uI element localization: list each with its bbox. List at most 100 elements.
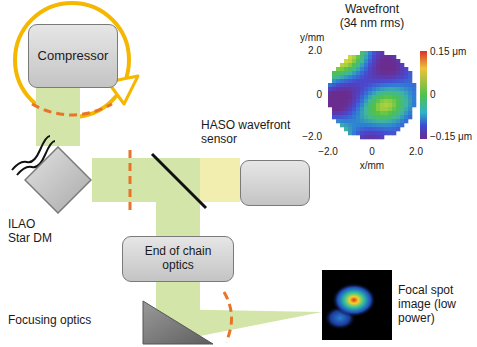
wavefront-pixel	[332, 75, 336, 79]
wavefront-pixel	[372, 91, 376, 95]
wavefront-pixel	[340, 95, 344, 99]
wavefront-pixel	[364, 51, 368, 55]
wavefront-pixel	[400, 95, 404, 99]
wavefront-pixel	[388, 131, 392, 135]
wavefront-pixel	[360, 135, 364, 139]
wavefront-pixel	[352, 75, 356, 79]
wavefront-pixel	[380, 131, 384, 135]
wavefront-pixel	[364, 115, 368, 119]
mirror-shape	[24, 146, 92, 214]
wavefront-pixel	[400, 67, 404, 71]
wavefront-pixel	[348, 123, 352, 127]
tick-label: 2.0	[401, 146, 431, 158]
wavefront-pixel	[364, 107, 368, 111]
wavefront-pixel	[352, 67, 356, 71]
wavefront-pixel	[344, 123, 348, 127]
wavefront-pixel	[340, 107, 344, 111]
wavefront-pixel	[400, 99, 404, 103]
wavefront-pixel	[344, 87, 348, 91]
wavefront-pixel	[388, 119, 392, 123]
beam-splitter	[152, 154, 206, 208]
focusing-optics: Focusing optics	[8, 300, 214, 345]
wavefront-pixel	[340, 123, 344, 127]
wavefront-pixel	[380, 51, 384, 55]
wavefront-pixel	[400, 103, 404, 107]
wavefront-pixel	[392, 107, 396, 111]
wavefront-pixel	[400, 107, 404, 111]
wavefront-pixel	[356, 71, 360, 75]
wavefront-pixel	[352, 123, 356, 127]
wavefront-pixel	[360, 111, 364, 115]
wavefront-pixel	[392, 95, 396, 99]
wavefront-pixel	[372, 71, 376, 75]
wavefront-pixel	[364, 131, 368, 135]
wavefront-pixel	[384, 107, 388, 111]
wavefront-pixel	[404, 99, 408, 103]
wavefront-pixel	[376, 63, 380, 67]
wavefront-pixel	[328, 87, 332, 91]
wavefront-pixel	[376, 131, 380, 135]
wavefront-pixel	[368, 59, 372, 63]
wavefront-pixel	[352, 111, 356, 115]
colorbar-label: −0.15 μm	[430, 131, 472, 143]
wavefront-pixel	[372, 107, 376, 111]
wavefront-pixel	[360, 59, 364, 63]
wavefront-pixel	[380, 63, 384, 67]
wavefront-pixel	[340, 67, 344, 71]
wavefront-pixel	[368, 99, 372, 103]
wavefront-pixel	[380, 111, 384, 115]
dashed-marker	[129, 150, 132, 210]
wavefront-pixel	[352, 59, 356, 63]
wavefront-pixel	[356, 131, 360, 135]
focal-spot-image	[322, 270, 392, 340]
wavefront-pixel	[408, 111, 412, 115]
wavefront-pixel	[364, 55, 368, 59]
wavefront-pixel	[364, 99, 368, 103]
wavefront-pixel	[396, 67, 400, 71]
wavefront-pixel	[344, 99, 348, 103]
wavefront-pixel	[392, 123, 396, 127]
dashed-marker	[224, 292, 232, 342]
wavefront-pixel	[408, 87, 412, 91]
wavefront-pixel	[372, 75, 376, 79]
wavefront-pixel	[372, 103, 376, 107]
tick-label: −2.0	[313, 146, 343, 158]
wavefront-pixel	[384, 87, 388, 91]
wavefront-pixel	[352, 131, 356, 135]
wavefront-pixel	[408, 91, 412, 95]
wavefront-pixel	[364, 123, 368, 127]
wavefront-pixel	[348, 119, 352, 123]
wavefront-pixel	[392, 131, 396, 135]
wavefront-pixel	[392, 67, 396, 71]
wavefront-pixel	[396, 111, 400, 115]
mirror-face	[25, 147, 91, 213]
wavefront-pixel	[364, 95, 368, 99]
wavefront-pixel	[332, 115, 336, 119]
wavefront-pixel	[352, 95, 356, 99]
wavefront-pixel	[400, 71, 404, 75]
wavefront-pixel	[360, 75, 364, 79]
wavefront-pixel	[360, 71, 364, 75]
wavefront-pixel	[380, 119, 384, 123]
wavefront-pixel	[392, 83, 396, 87]
wavefront-pixel	[376, 91, 380, 95]
wavefront-pixel	[400, 123, 404, 127]
laser-beam	[92, 180, 178, 236]
wavefront-pixel	[332, 87, 336, 91]
wavefront-pixel	[404, 83, 408, 87]
wavefront-pixel	[396, 59, 400, 63]
beam-decoration	[15, 3, 322, 336]
wavefront-pixel	[368, 115, 372, 119]
tick-label: 2.0	[294, 45, 322, 57]
wavefront-pixel	[364, 87, 368, 91]
wavefront-pixel	[372, 79, 376, 83]
wavefront-pixel	[328, 83, 332, 87]
wavefront-pixel	[368, 51, 372, 55]
wavefront-pixel	[368, 71, 372, 75]
wavefront-pixel	[392, 119, 396, 123]
node-label: End of chain optics	[136, 245, 221, 273]
wavefront-pixel	[364, 63, 368, 67]
wavefront-pixel	[360, 99, 364, 103]
wavefront-pixel	[336, 71, 340, 75]
wavefront-pixel	[412, 99, 416, 103]
